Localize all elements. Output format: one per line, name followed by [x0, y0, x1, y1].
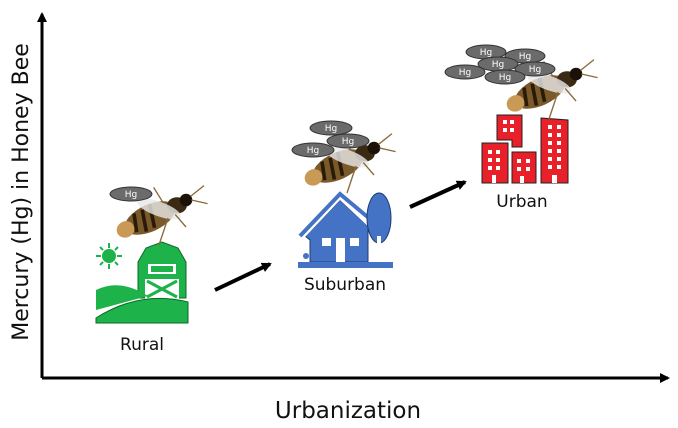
stage-label-rural: Rural: [120, 335, 164, 355]
stage-label-urban: Urban: [496, 192, 547, 212]
hg-bubble: Hg: [309, 120, 353, 136]
urban-stage: Hg Hg Hg Hg Hg Hg Urban: [444, 44, 600, 212]
svg-text:Hg: Hg: [459, 68, 471, 78]
hg-bubble: Hg: [484, 69, 526, 85]
barn-icon: [95, 241, 189, 324]
hg-bubble: Hg: [291, 142, 335, 158]
stage-label-suburban: Suburban: [304, 275, 386, 295]
hg-bubble: Hg: [109, 186, 153, 202]
hg-bubble: Hg: [326, 133, 370, 149]
svg-text:Hg: Hg: [529, 65, 541, 75]
x-axis-label: Urbanization: [275, 398, 421, 424]
svg-text:Hg: Hg: [342, 137, 354, 147]
progression-arrow: [214, 262, 272, 292]
svg-text:Hg: Hg: [325, 124, 337, 134]
sun-icon: [96, 243, 122, 269]
svg-text:Hg: Hg: [499, 73, 511, 83]
rural-stage: Hg Rural: [95, 183, 210, 355]
svg-text:Hg: Hg: [480, 48, 492, 58]
progression-arrow: [409, 180, 467, 209]
svg-text:Hg: Hg: [307, 146, 319, 156]
house-icon: [298, 191, 393, 268]
svg-text:Hg: Hg: [492, 60, 504, 70]
buildings-icon: [481, 114, 569, 184]
hg-bubble: Hg: [514, 61, 556, 77]
hg-bubble: Hg: [477, 56, 519, 72]
hg-bubble: Hg: [444, 64, 486, 80]
svg-text:Hg: Hg: [125, 190, 137, 200]
y-axis-label: Mercury (Hg) in Honey Bee: [9, 43, 34, 341]
suburban-stage: Hg Hg Hg Suburban: [291, 120, 398, 295]
svg-text:Hg: Hg: [519, 52, 531, 62]
